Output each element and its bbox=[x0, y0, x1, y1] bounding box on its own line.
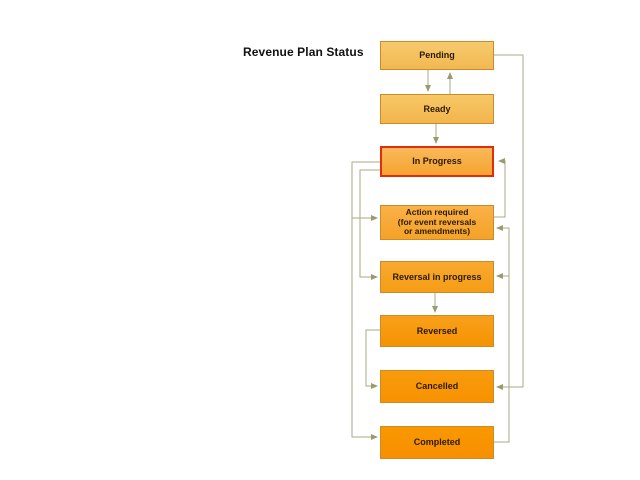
node-ready: Ready bbox=[380, 94, 494, 124]
node-in-progress: In Progress bbox=[380, 146, 494, 177]
node-cancelled: Cancelled bbox=[380, 370, 494, 403]
edge-actionrequired-to-inprogress bbox=[494, 158, 506, 218]
node-completed: Completed bbox=[380, 426, 494, 459]
edge-reversed-to-cancelled bbox=[365, 329, 380, 389]
diagram-title: Revenue Plan Status bbox=[243, 45, 364, 59]
node-reversed: Reversed bbox=[380, 315, 494, 347]
node-action-required: Action required (for event reversals or … bbox=[380, 205, 494, 240]
node-pending: Pending bbox=[380, 41, 494, 70]
edge-pending-to-cancelled bbox=[494, 54, 524, 390]
edge-completed-to-actionrequired bbox=[494, 225, 510, 443]
edge-inprogress-to-completed bbox=[351, 161, 380, 440]
edge-inprogress-to-reversalinprogress bbox=[359, 169, 380, 280]
node-reversal-in-progress: Reversal in progress bbox=[380, 261, 494, 293]
